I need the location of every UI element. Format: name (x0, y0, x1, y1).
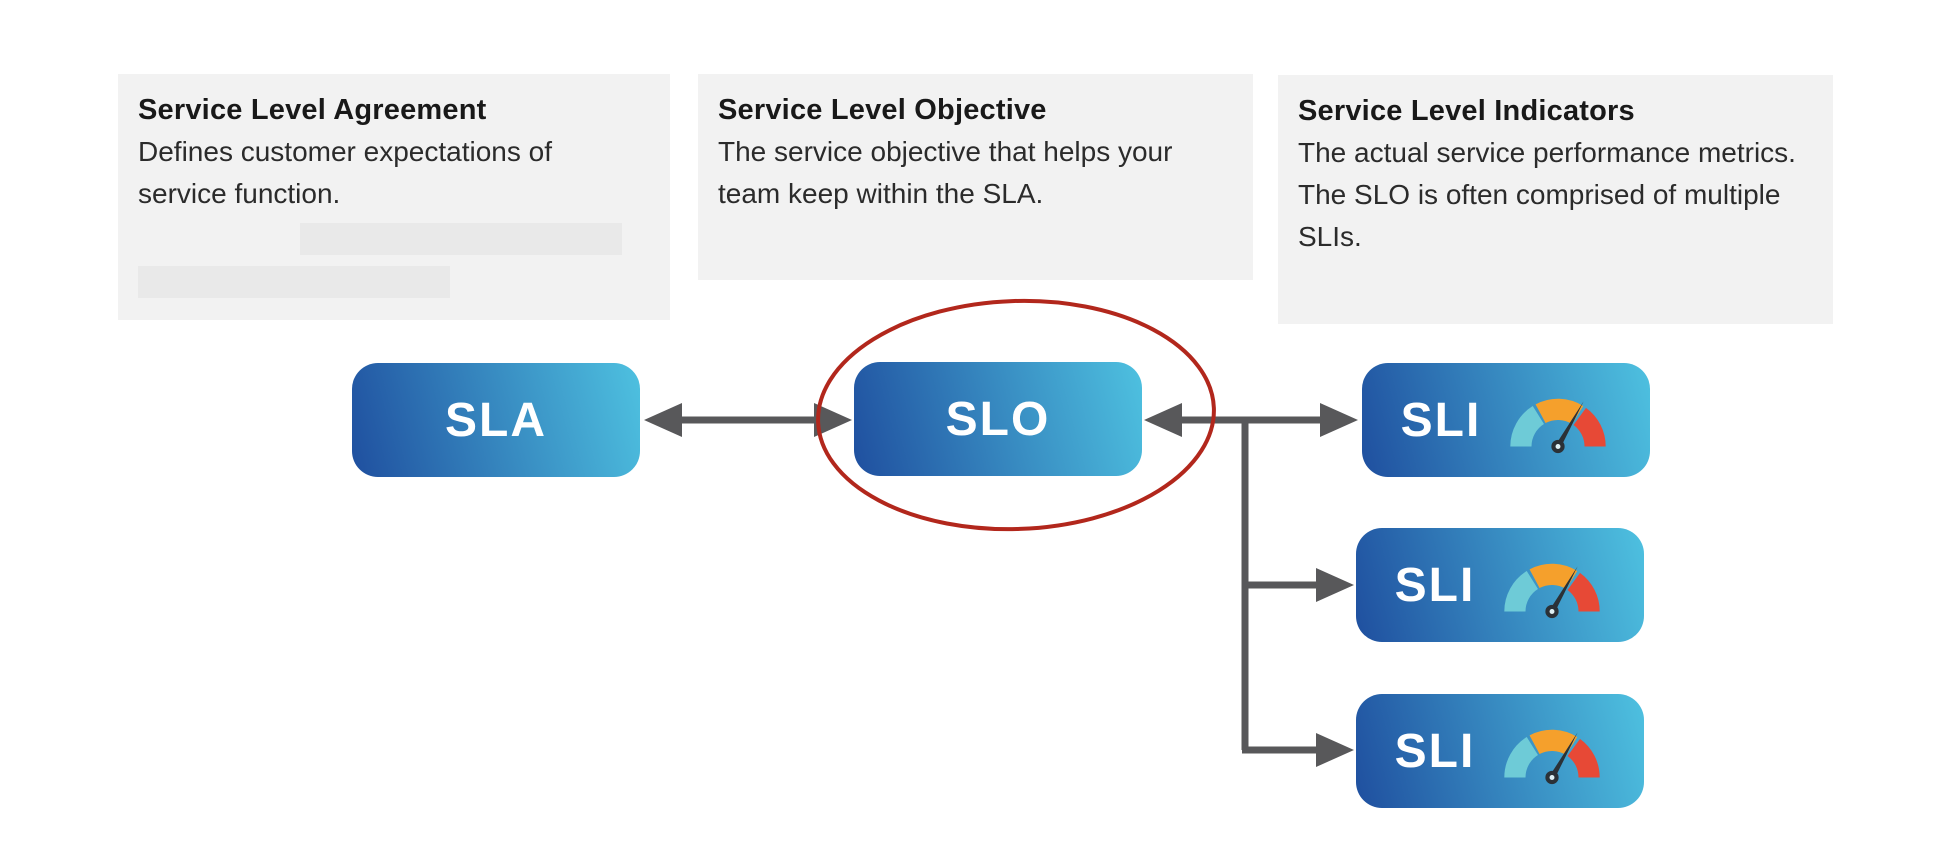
node-sli-2: SLI (1356, 528, 1644, 642)
node-sla: SLA (352, 363, 640, 477)
panel-slo-description: Service Level Objective The service obje… (698, 74, 1253, 280)
node-sli-3: SLI (1356, 694, 1644, 808)
arrow-sla-slo (644, 403, 852, 437)
redacted-text-block (300, 223, 622, 255)
panel-body-slo: The service objective that helps your te… (718, 136, 1173, 209)
panel-sli-description: Service Level Indicators The actual serv… (1278, 75, 1833, 324)
redacted-text-block (138, 266, 450, 298)
panel-body-sli: The actual service performance metrics. … (1298, 137, 1796, 252)
node-sli-label: SLI (1400, 393, 1482, 447)
gauge-icon (1504, 729, 1601, 784)
gauge-icon (1504, 563, 1601, 618)
panel-title-slo: Service Level Objective (718, 94, 1047, 126)
arrow-branch-sli2 (1242, 568, 1354, 602)
panel-body-sla: Defines customer expectations of service… (138, 136, 552, 209)
node-sla-label: SLA (445, 393, 547, 447)
panel-sla-description: Service Level Agreement Defines customer… (118, 74, 670, 320)
arrow-slo-sli1 (1144, 403, 1358, 437)
panel-title-sli: Service Level Indicators (1298, 95, 1635, 127)
arrow-branch-sli3 (1242, 733, 1354, 767)
gauge-icon (1510, 398, 1607, 453)
node-sli-1: SLI (1362, 363, 1650, 477)
node-slo: SLO (854, 362, 1142, 476)
node-slo-label: SLO (945, 392, 1051, 446)
node-sli-label: SLI (1394, 558, 1476, 612)
node-sli-label: SLI (1394, 724, 1476, 778)
panel-title-sla: Service Level Agreement (138, 94, 487, 126)
